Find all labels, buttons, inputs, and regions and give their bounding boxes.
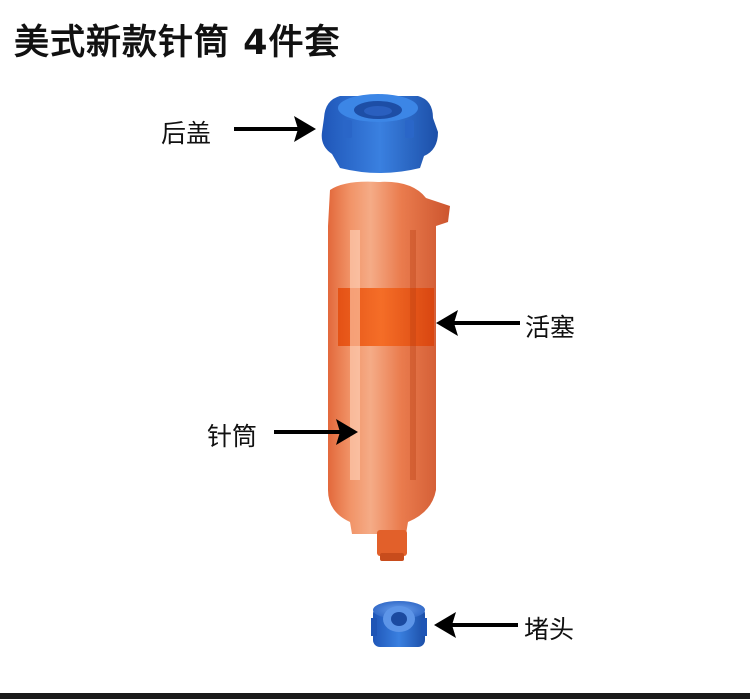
bottom-divider: [0, 693, 750, 699]
label-rear-cap: 后盖: [161, 119, 212, 148]
label-piston: 活塞: [525, 313, 576, 342]
arrow-piston: [436, 310, 520, 336]
label-barrel: 针筒: [207, 422, 258, 451]
arrow-tip-cap: [434, 612, 518, 638]
page-title: 美式新款针筒 4件套: [14, 23, 341, 63]
rear-cap-image: [321, 94, 438, 173]
label-tip-cap: 堵头: [524, 615, 575, 644]
arrow-barrel: [274, 419, 358, 445]
arrow-rear-cap: [234, 116, 316, 142]
barrel-image: [328, 181, 450, 561]
tip-cap-image: [371, 601, 427, 647]
